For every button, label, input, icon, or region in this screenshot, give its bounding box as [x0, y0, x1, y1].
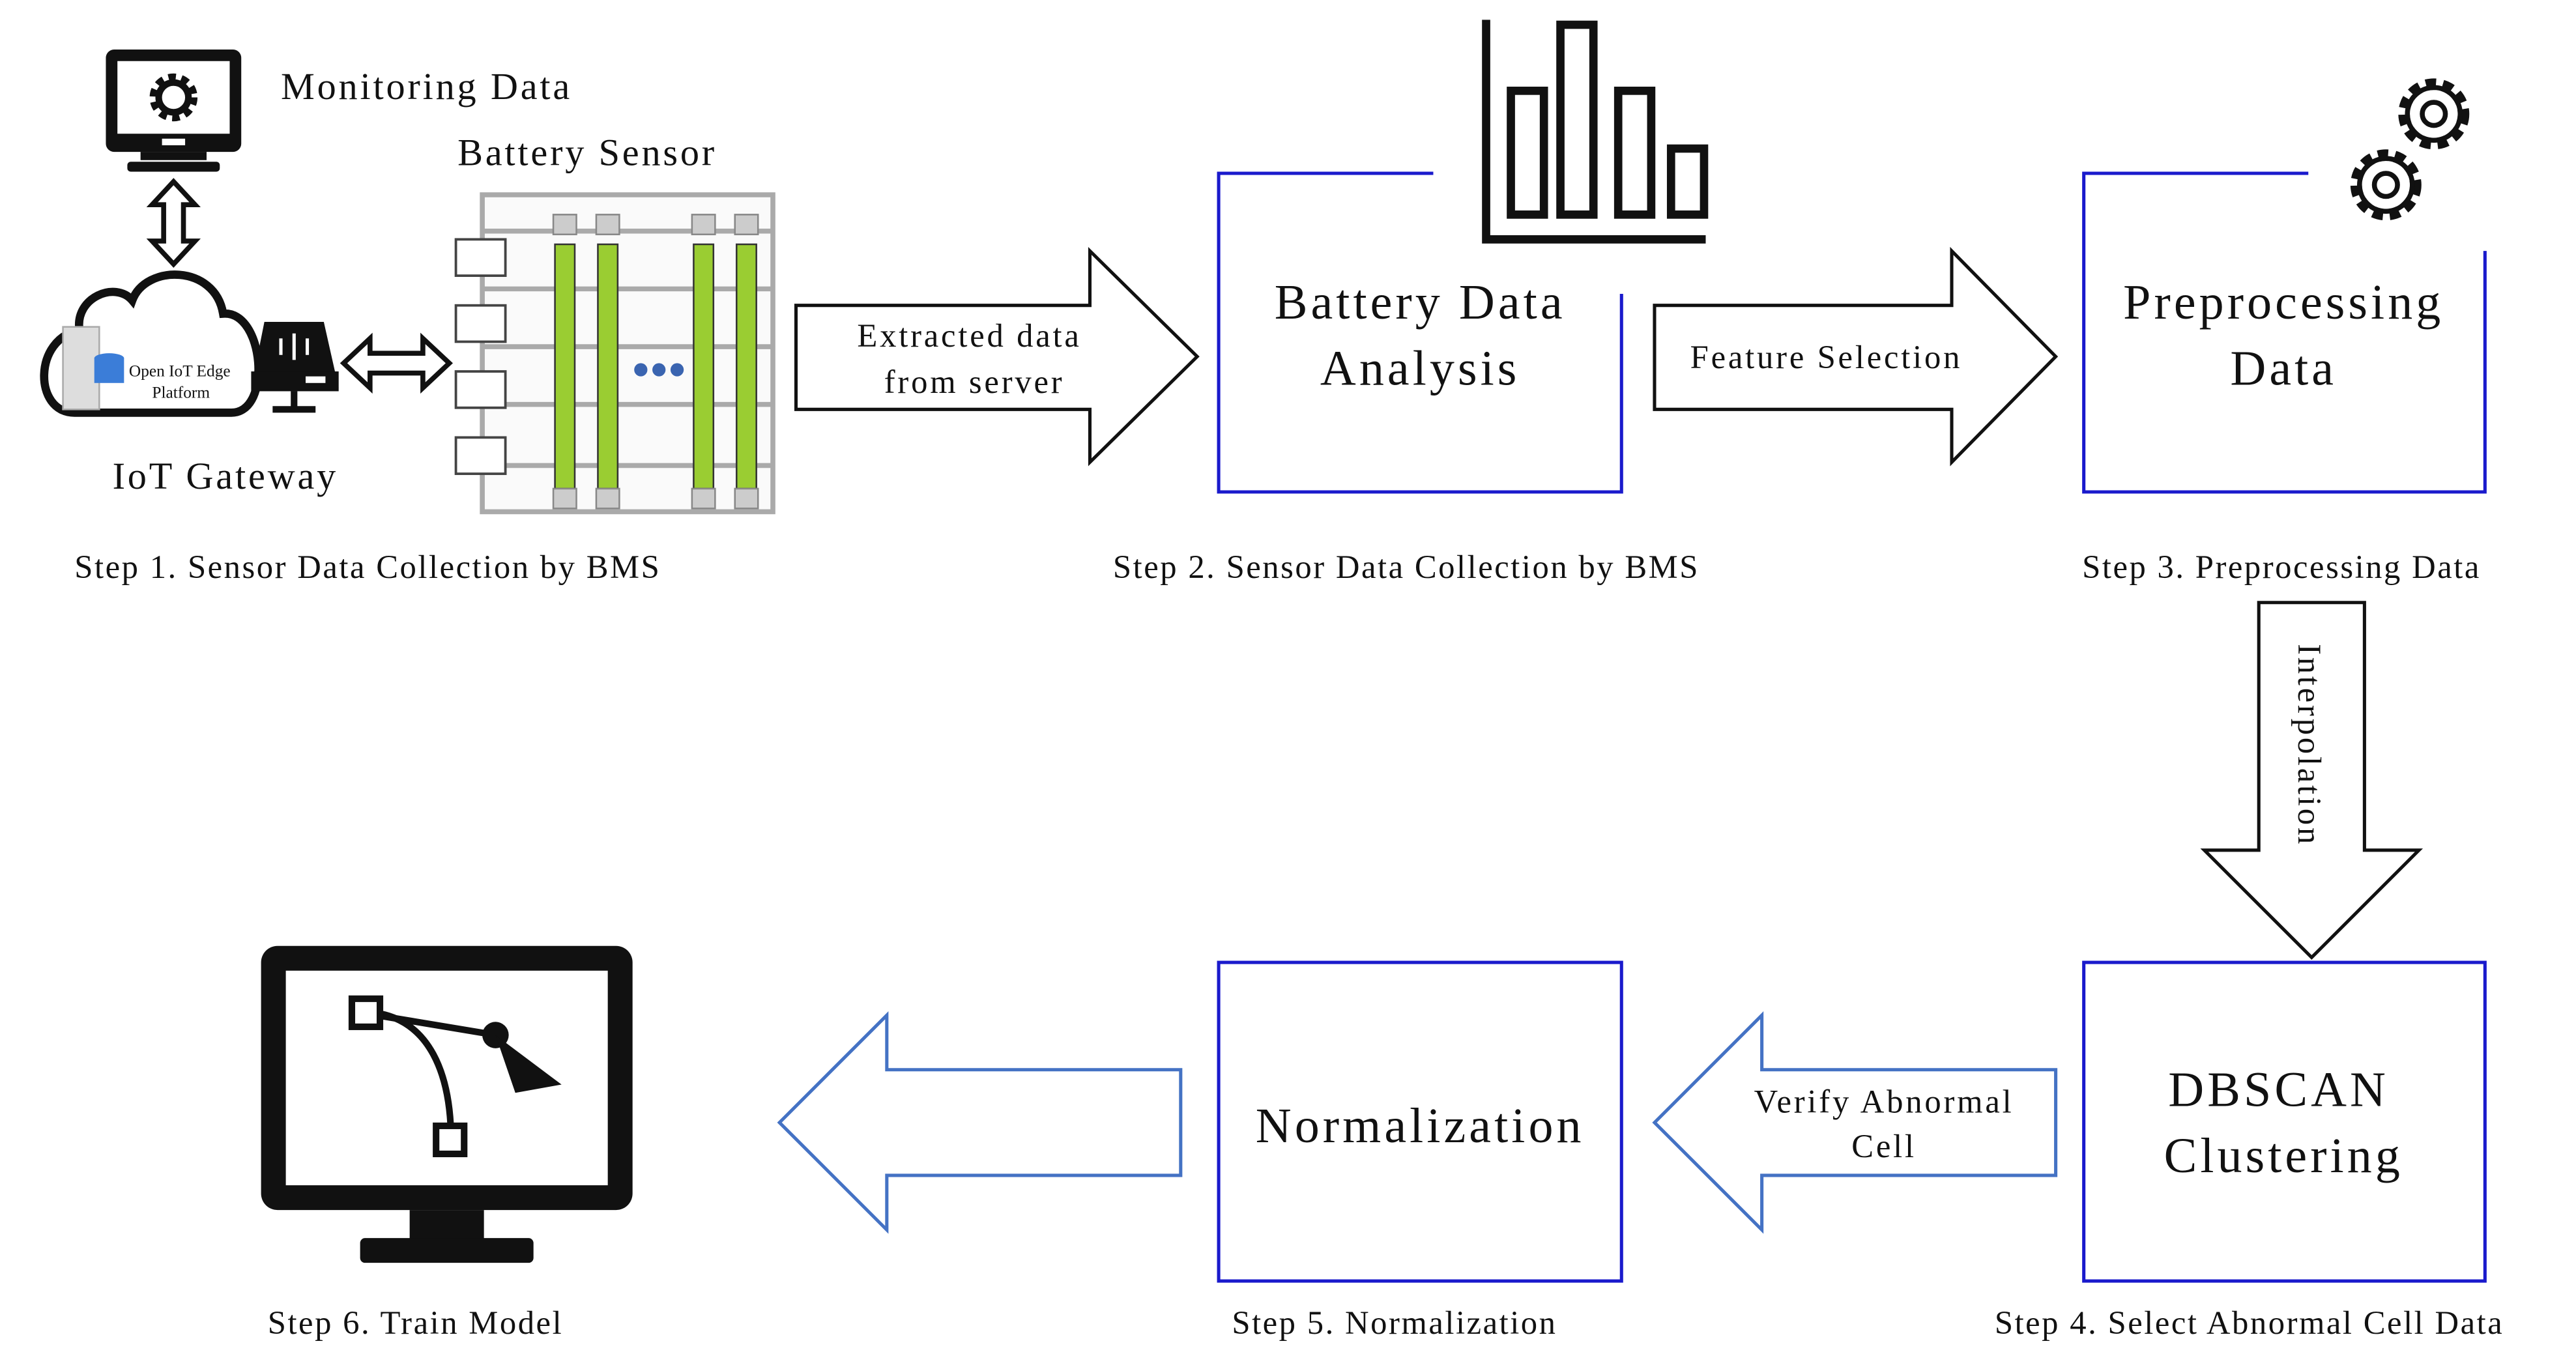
- step3-box-line1: Preprocessing: [2123, 275, 2444, 330]
- step4-caption: Step 4. Select Abnormal Cell Data: [1995, 1304, 2504, 1341]
- cloud-icon: Open IoT Edge Platform: [40, 270, 263, 417]
- monitoring-data-label: Monitoring Data: [281, 65, 572, 108]
- arrow4-label-1: Verify Abnormal: [1754, 1084, 2014, 1120]
- arrow4-label-2: Cell: [1851, 1128, 1917, 1164]
- step2-box-line1: Battery Data: [1275, 275, 1566, 330]
- preprocessing-box: [2082, 171, 2487, 494]
- arrow1-label-1: Extracted data: [857, 317, 1081, 354]
- step3-caption: Step 3. Preprocessing Data: [2082, 549, 2481, 585]
- monitor-gear-icon: [106, 50, 242, 172]
- step1-caption: Step 1. Sensor Data Collection by BMS: [74, 549, 661, 585]
- arrow-feature-selection: [1653, 246, 2059, 467]
- battery-sensor-label: Battery Sensor: [457, 131, 717, 173]
- arrow-verify-abnormal: [1652, 1011, 2058, 1234]
- battery-rack-icon: [454, 192, 775, 515]
- arrow-interpolation: [2200, 601, 2424, 960]
- step3-box-line2: Data: [2230, 341, 2337, 396]
- gateway-icon: [251, 322, 339, 413]
- gears-icon: [2350, 78, 2470, 221]
- step2-box-line2: Analysis: [1320, 341, 1520, 396]
- arrow-to-train-model: [777, 1011, 1183, 1234]
- arrow2-label: Feature Selection: [1690, 339, 1963, 375]
- double-arrow-horizontal-icon: [340, 332, 453, 394]
- platform-label-1: Open IoT Edge: [129, 362, 231, 381]
- step6-caption: Step 6. Train Model: [268, 1304, 563, 1341]
- step5-caption: Step 5. Normalization: [1232, 1304, 1557, 1341]
- arrow-extracted-data: [794, 247, 1200, 467]
- bar-chart-icon: [1482, 20, 1709, 244]
- step5-box-label: Normalization: [1256, 1099, 1585, 1153]
- battery-data-analysis-box: [1217, 171, 1623, 494]
- dbscan-box: [2082, 960, 2487, 1283]
- double-arrow-vertical-icon: [146, 178, 201, 268]
- platform-label-2: Platform: [152, 384, 210, 402]
- arrow1-label-2: from server: [884, 364, 1065, 400]
- step4-box-line2: Clustering: [2164, 1129, 2403, 1183]
- normalization-box: [1217, 960, 1623, 1283]
- step2-caption: Step 2. Sensor Data Collection by BMS: [1113, 549, 1700, 585]
- monitor-curve-icon: [261, 945, 633, 1263]
- step4-box-line1: DBSCAN: [2168, 1062, 2389, 1117]
- arrow3-label: Interpolation: [2291, 644, 2328, 846]
- iot-gateway-label: IoT Gateway: [113, 455, 339, 497]
